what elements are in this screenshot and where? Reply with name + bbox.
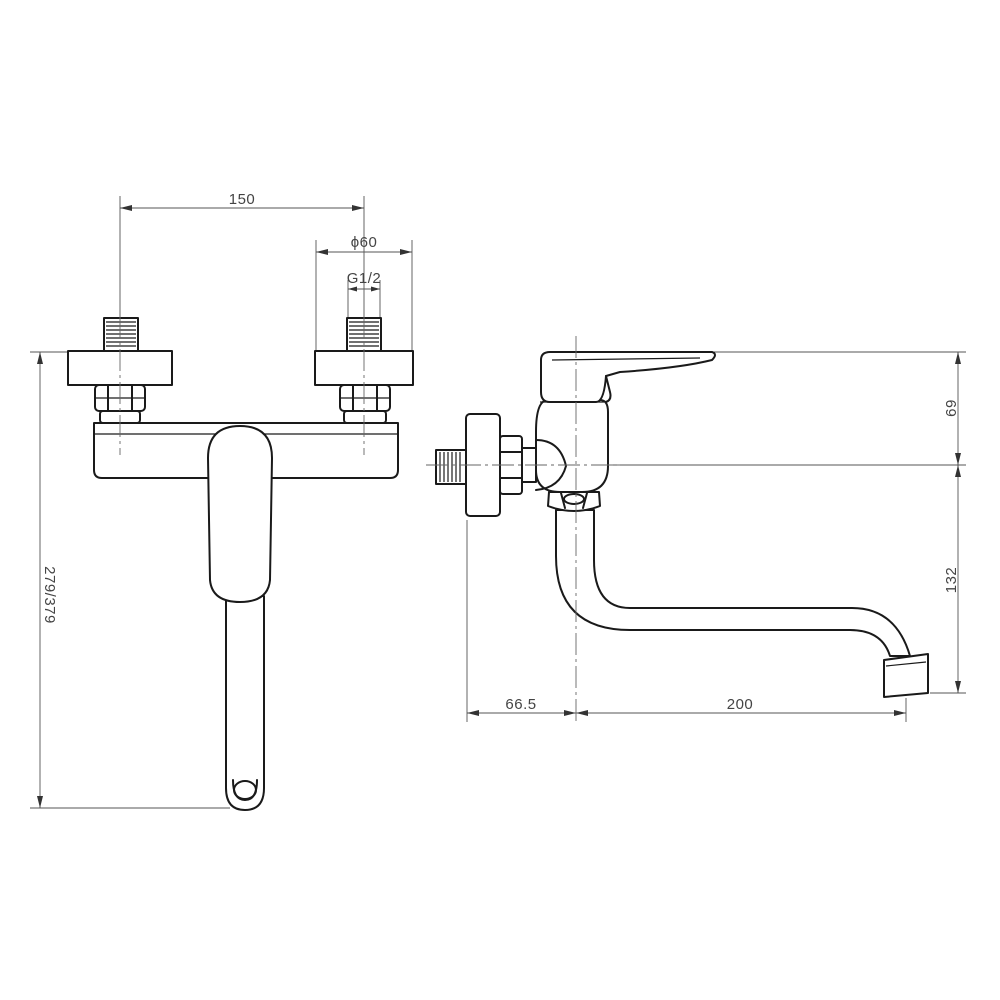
- dimension-label-200: 200: [727, 696, 754, 713]
- dimension-g12: G1/2: [347, 270, 382, 318]
- mixer-body-side: [535, 399, 609, 493]
- body-side: [535, 399, 609, 493]
- dimension-label-279-379: 279/379: [41, 566, 58, 624]
- dimension-label-69: 69: [943, 399, 960, 417]
- lever-handle-front: [207, 425, 273, 603]
- dimension-phi60: ϕ60: [315, 234, 413, 350]
- dimension-200: 200: [576, 696, 906, 716]
- spout-ring: [547, 491, 601, 512]
- right-eccentric: [343, 410, 387, 424]
- dimension-label-150: 150: [229, 191, 256, 208]
- lever-handle-side: [540, 351, 716, 403]
- dimension-label-66-5: 66.5: [505, 696, 536, 713]
- spout-tube-front: [225, 595, 265, 811]
- spout-front: [225, 595, 265, 811]
- dimension-66-5: 66.5: [467, 696, 576, 716]
- spout-tube-side: [555, 509, 911, 657]
- dimension-label-phi60: ϕ60: [351, 234, 378, 251]
- dimension-label-132: 132: [943, 567, 960, 594]
- spout-side: [555, 509, 929, 698]
- lever-front: [207, 425, 273, 603]
- lever-side: [540, 351, 716, 403]
- dimension-132: 132: [943, 465, 961, 693]
- dimension-150: 150: [119, 191, 365, 330]
- front-view: 150 ϕ60 G1/2 279/379: [30, 191, 414, 811]
- side-view: 69 132 66.5 200: [426, 336, 966, 722]
- dimension-69: 69: [943, 352, 961, 465]
- dimension-label-g12: G1/2: [347, 270, 382, 287]
- dimension-279-379: 279/379: [30, 351, 230, 809]
- spout-aerator: [883, 653, 929, 698]
